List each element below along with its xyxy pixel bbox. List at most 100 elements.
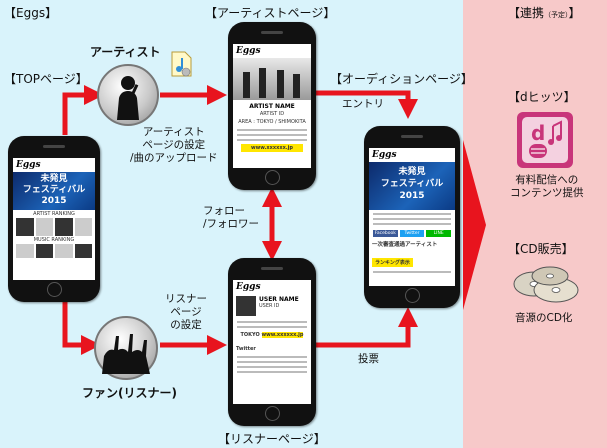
listener-settings-line-1: リスナー (165, 293, 207, 305)
speaker (261, 31, 283, 34)
text-line (237, 134, 307, 136)
listener-url[interactable]: www.xxxxxx.jp (261, 332, 304, 338)
listener-page-screen: Eggs USER NAME USER ID TOKYO www.xxxxxx.… (233, 280, 311, 404)
text-line (237, 129, 307, 131)
text-line (373, 271, 451, 273)
label-d-hits-desc: 有料配信への コンテンツ提供 (510, 174, 584, 200)
artist-settings-line-1: アーティスト (142, 126, 205, 138)
label-listener-settings: リスナー ページ の設定 (165, 293, 207, 332)
listener-profile: USER NAME USER ID (233, 294, 311, 318)
text-line (237, 361, 307, 363)
follow-line-2: /フォロワー (203, 218, 260, 230)
arrow-top-to-fan (62, 300, 101, 355)
d-hits-icon: d (517, 112, 573, 168)
speaker (401, 135, 423, 138)
artist-circle (97, 64, 159, 126)
arrow-to-partners (463, 140, 486, 310)
svg-text:d: d (531, 121, 545, 145)
artist-page-screen: Eggs ARTIST NAME ARTIST ID AREA : TOKYO … (233, 44, 311, 168)
ranking-thumb[interactable] (35, 218, 53, 236)
twitter-section: Twitter (236, 346, 256, 352)
ranking-thumb[interactable] (74, 244, 92, 258)
d-hits-desc-line-1: 有料配信への (515, 174, 579, 186)
artist-area: AREA : TOKYO / SHIMOKITA (238, 119, 306, 125)
audition-page-screen: Eggs 未発見 フェスティバル 2015 Facebook Twitter L… (369, 148, 455, 286)
listener-info: USER NAME USER ID (259, 296, 299, 316)
cd-discs-icon (510, 262, 582, 304)
ranking-tab[interactable]: ランキング表示 (372, 258, 413, 267)
artist-settings-line-3: /曲のアップロード (130, 152, 218, 164)
banner-line-2: フェスティバル (380, 179, 444, 189)
artist-settings-line-2: ページの設定 (142, 139, 206, 151)
label-entry: エントリ (342, 98, 384, 110)
music-ranking-thumbs (13, 244, 95, 258)
ranking-thumb[interactable] (16, 244, 34, 258)
label-cd-desc: 音源のCD化 (515, 312, 573, 324)
arrow-entry (315, 90, 418, 119)
home-button (265, 170, 280, 185)
listener-settings-line-3: の設定 (170, 319, 202, 331)
home-button (47, 282, 62, 297)
ranking-thumb[interactable] (35, 244, 53, 258)
ranking-thumb[interactable] (55, 218, 73, 236)
text-line (237, 139, 307, 141)
speaker (43, 145, 65, 148)
avatar (236, 296, 256, 316)
text-line (237, 321, 307, 323)
listener-area: TOKYO www.xxxxxx.jp (233, 331, 311, 339)
partner-area-background (463, 0, 607, 448)
label-listener-page: 【リスナーページ】 (218, 432, 326, 446)
banner-line-3: 2015 (41, 196, 67, 206)
artist-page-phone: Eggs ARTIST NAME ARTIST ID AREA : TOKYO … (228, 22, 316, 190)
label-d-hits: 【dヒッツ】 (508, 90, 576, 104)
label-artist: アーティスト (90, 45, 161, 59)
ranking-thumb[interactable] (16, 218, 34, 236)
line-button[interactable]: LINE (426, 230, 452, 237)
artist-url[interactable]: www.xxxxxx.jp (241, 144, 303, 152)
label-vote: 投票 (358, 353, 379, 365)
text-line (237, 366, 307, 368)
twitter-button[interactable]: Twitter (399, 230, 425, 237)
speaker (261, 267, 283, 270)
band-photo-icon (243, 68, 300, 98)
text-line (237, 326, 307, 328)
label-renkei-close: 】 (568, 6, 581, 20)
festival-banner[interactable]: 未発見 フェスティバル 2015 (13, 172, 95, 210)
label-follow: フォロー /フォロワー (203, 205, 259, 231)
label-renkei: 【連携（予定）】 (508, 4, 581, 21)
listener-id: USER ID (259, 303, 280, 309)
top-page-phone: Eggs 未発見 フェスティバル 2015 ARTIST RANKING MUS… (8, 136, 100, 302)
label-renkei-main: 【連携 (508, 6, 545, 20)
home-button (405, 288, 420, 303)
text-line (373, 223, 451, 225)
eggs-logo: Eggs (16, 160, 41, 170)
arrow-top-to-artist (62, 85, 104, 135)
eggs-logo: Eggs (236, 282, 261, 292)
facebook-button[interactable]: Facebook (373, 230, 398, 237)
music-file-icon (170, 50, 194, 78)
artist-photo (233, 58, 311, 100)
banner-line-3: 2015 (399, 191, 425, 201)
label-top-page: 【TOPページ】 (4, 72, 88, 86)
artist-id: ARTIST ID (259, 111, 285, 117)
audition-page-phone: Eggs 未発見 フェスティバル 2015 Facebook Twitter L… (364, 126, 460, 308)
audition-banner[interactable]: 未発見 フェスティバル 2015 (369, 162, 455, 210)
text-line (373, 213, 451, 215)
artist-name: ARTIST NAME (249, 103, 295, 110)
banner-line-2: フェスティバル (22, 185, 86, 195)
ranking-thumb[interactable] (55, 244, 73, 258)
ranking-thumb[interactable] (74, 218, 92, 236)
share-buttons: Facebook Twitter LINE (369, 228, 455, 239)
artist-ranking-heading: ARTIST RANKING (33, 211, 75, 217)
label-renkei-note: （予定） (544, 11, 569, 19)
label-artist-page: 【アーティストページ】 (205, 6, 336, 20)
listener-area-text: TOKYO (240, 332, 260, 338)
listener-settings-line-2: ページ (170, 306, 202, 318)
banner-line-1: 未発見 (40, 174, 68, 184)
audition-section-heading: 一次審査通過アーティスト (372, 242, 438, 248)
listener-name: USER NAME (259, 296, 299, 303)
d-hits-desc-line-2: コンテンツ提供 (510, 187, 584, 199)
fan-circle (94, 316, 158, 380)
